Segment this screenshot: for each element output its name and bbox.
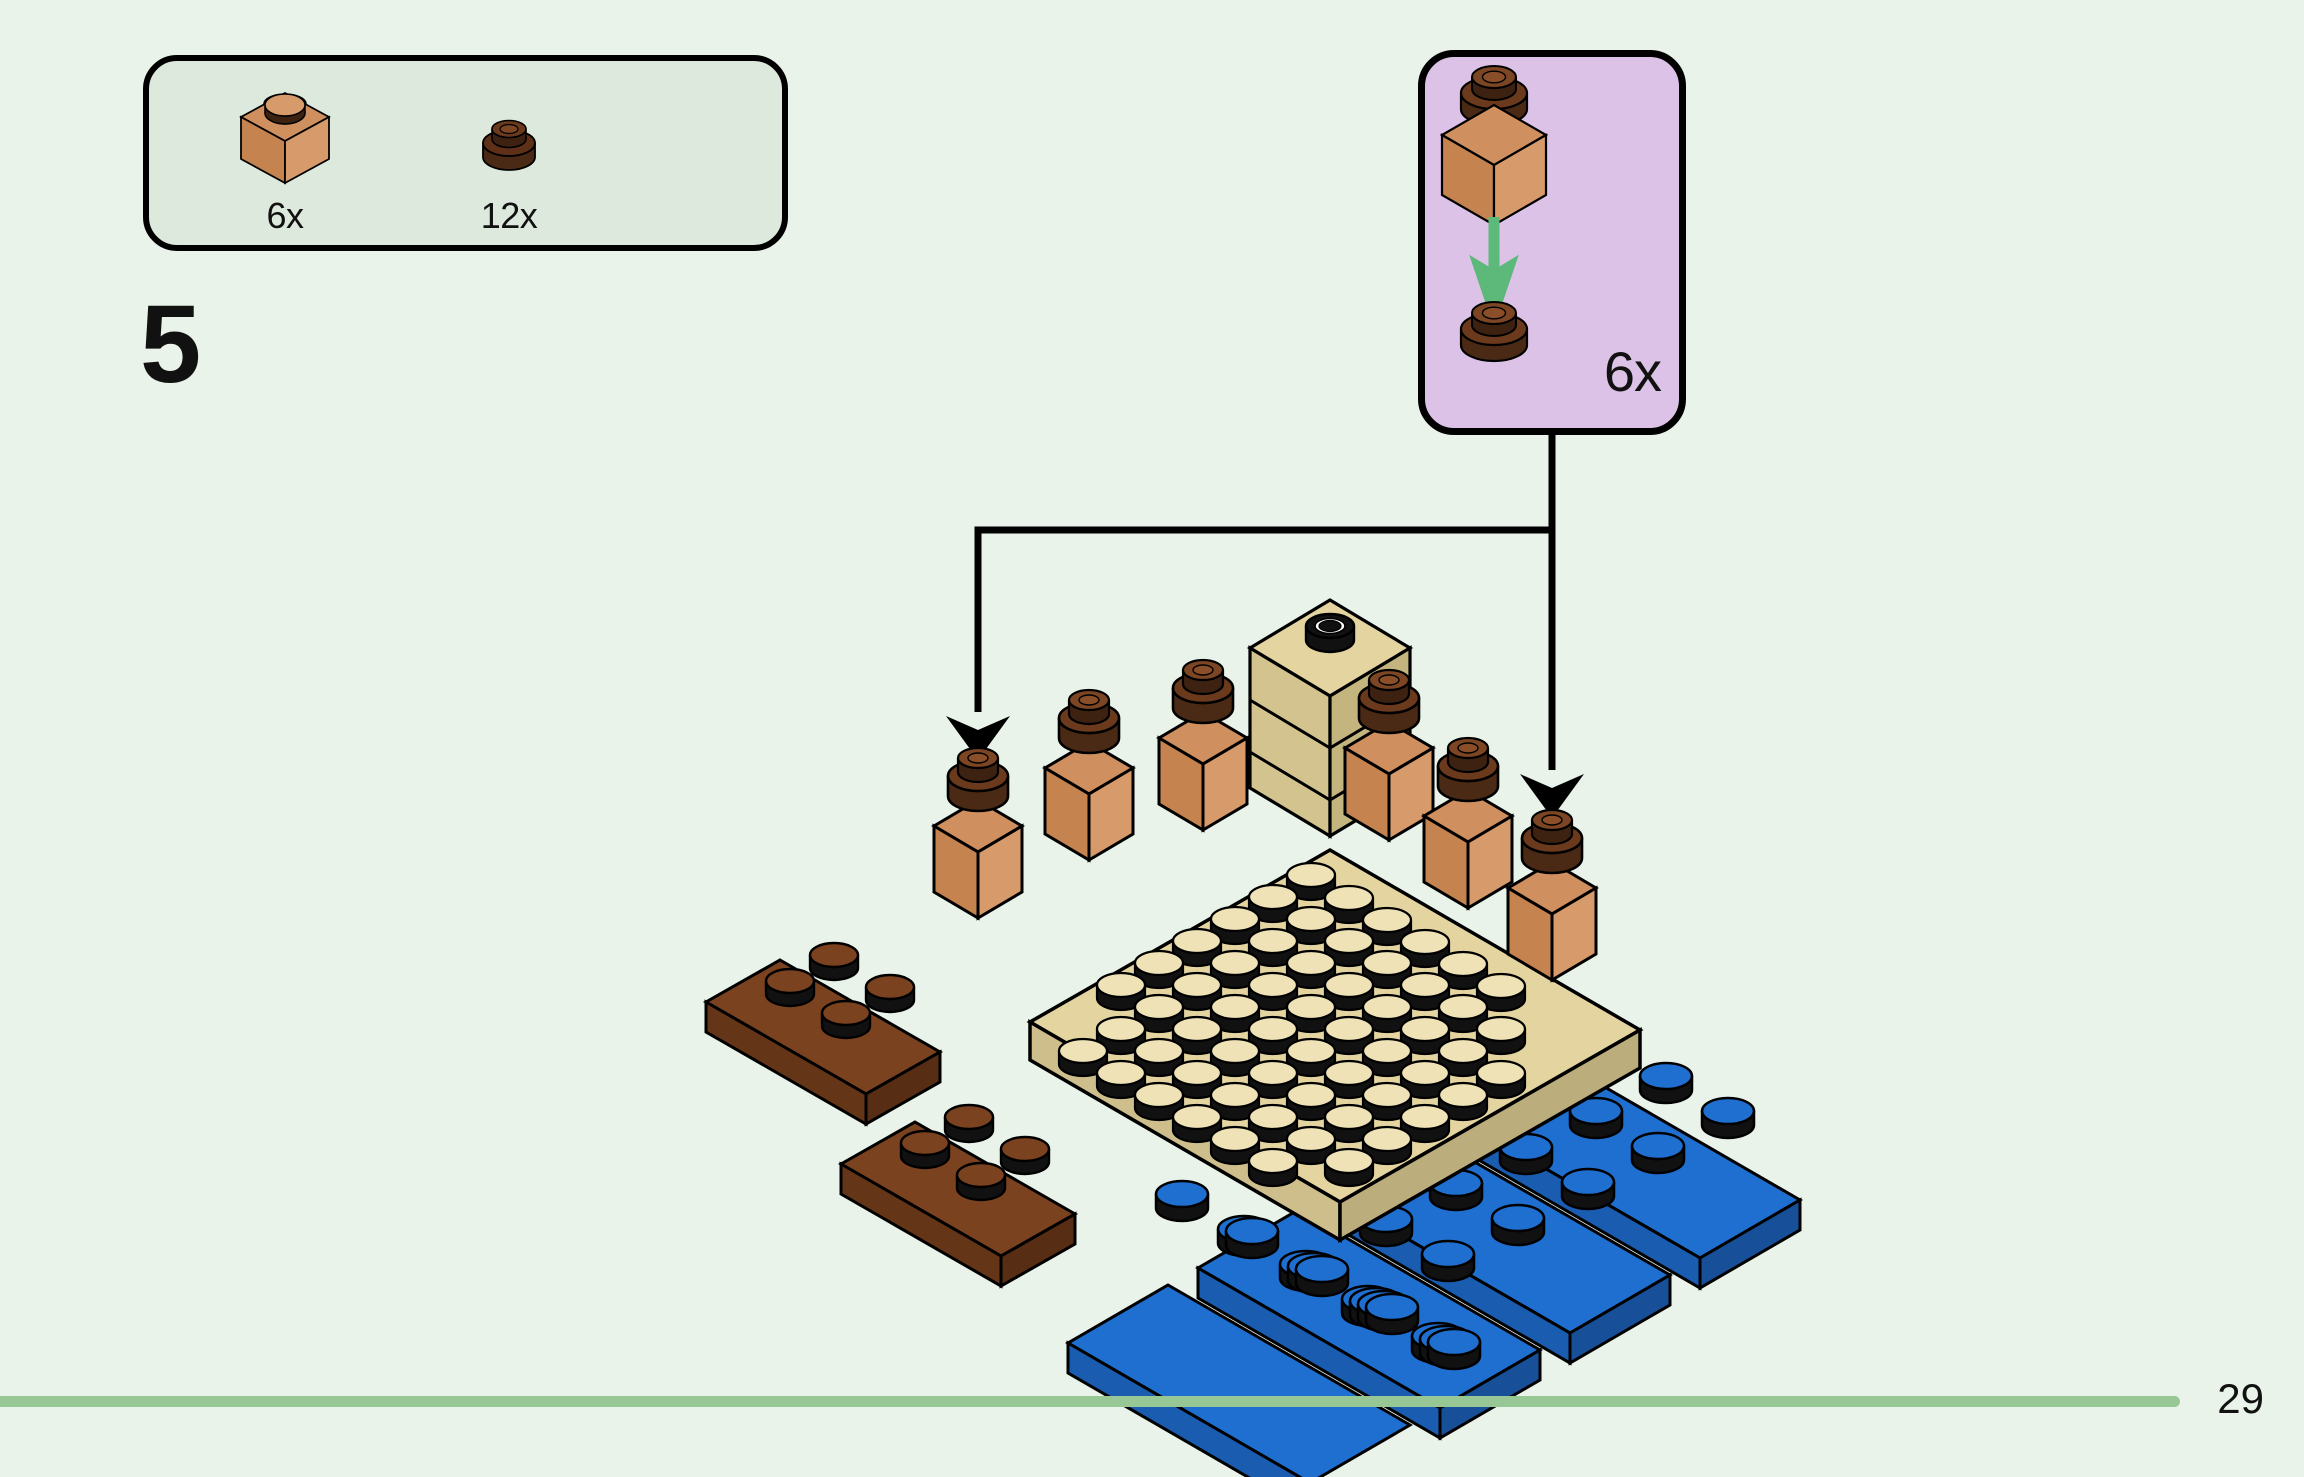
parts-inventory-box: 6x 12x (143, 55, 788, 251)
brown-plate-left-lower (837, 1103, 1079, 1289)
tree-assembly (1156, 658, 1250, 833)
placement-arrow-lines (974, 435, 1556, 770)
lego-1x1-round-plate-icon (419, 85, 599, 193)
placement-arrowhead-right (1520, 774, 1584, 818)
tree-assembly (1421, 736, 1515, 911)
step-number: 5 (140, 283, 202, 406)
part-quantity-label: 6x (266, 195, 304, 236)
lego-model (702, 598, 1803, 1477)
part-quantity-label: 12x (480, 195, 538, 236)
part-entry: 12x (419, 85, 599, 237)
tree-assembly (931, 746, 1025, 921)
tree-assembly (1042, 688, 1136, 863)
assembly-arrow-icon (1469, 217, 1519, 329)
lego-1x1-brick-icon (195, 85, 375, 193)
tan-tower (1246, 598, 1414, 839)
footer-rule (0, 1396, 2180, 1407)
part-entry: 6x (195, 85, 375, 237)
tree-assembly (1505, 808, 1599, 983)
baseplate-studs (1057, 861, 1527, 1188)
sub-assembly-diagram (1439, 65, 1549, 363)
placement-arrowhead-left (946, 716, 1010, 760)
tree-assembly (1342, 668, 1436, 843)
tan-baseplate (1026, 847, 1644, 1244)
callout-quantity-label: 6x (1603, 340, 1662, 403)
brown-plate-left-upper (702, 941, 944, 1127)
page-number: 29 (2217, 1375, 2264, 1422)
sub-assembly-callout-box: 6x (1418, 50, 1686, 435)
